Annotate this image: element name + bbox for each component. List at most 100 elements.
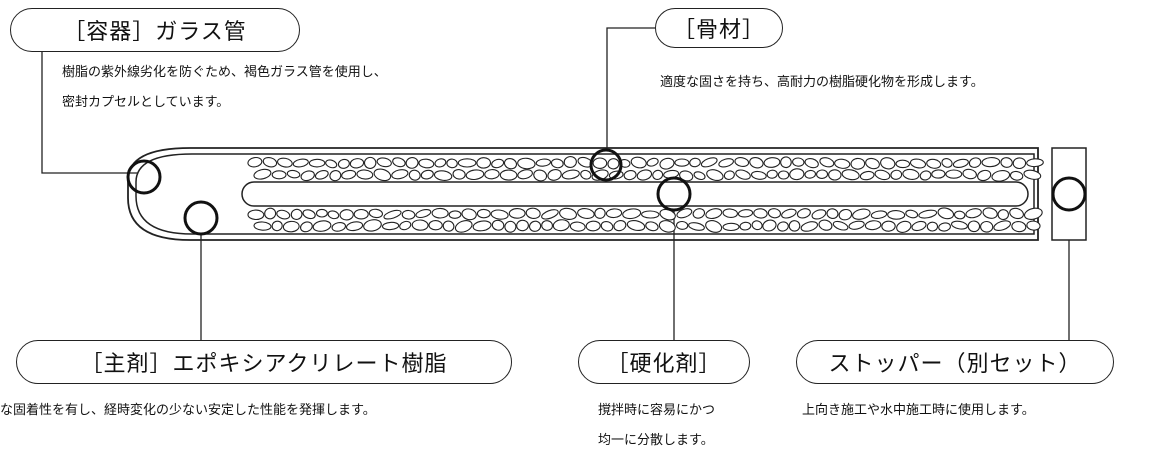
aggregate-connector (606, 27, 655, 150)
aggregate-pebble (247, 209, 265, 221)
stopper-description: 上向き施工や水中施工時に使用します。 (802, 403, 1035, 418)
aggregate-pebble (895, 159, 911, 169)
aggregate-pebble (1009, 207, 1024, 220)
aggregate-pebble (828, 169, 842, 181)
aggregate-pebble (290, 208, 303, 220)
aggregate-pebble (600, 220, 614, 232)
aggregate-pebble (722, 208, 739, 218)
aggregate-pebble (967, 220, 981, 233)
aggregate-pebble (561, 169, 580, 180)
aggregate-pebble (675, 220, 689, 230)
aggregate-pebble (446, 158, 458, 169)
aggregate-pebble (705, 220, 723, 233)
aggregate-pebble (1023, 207, 1043, 220)
container-description: 樹脂の紫外線劣化を防ぐため、褐色ガラス管を使用し、 密封カプセルとしています。 (62, 58, 387, 118)
aggregate-pebble (277, 157, 293, 168)
aggregate-pebble (735, 169, 751, 180)
aggregate-pebble (739, 221, 752, 231)
aggregate-pebble (780, 156, 792, 169)
aggregate-pebble (993, 220, 1012, 231)
aggregate-pebble (902, 168, 920, 180)
aggregate-pebble (700, 157, 718, 168)
aggregate-pebble (1026, 158, 1044, 168)
aggregate-pebble (594, 207, 606, 219)
aggregate-label: ［骨材］ (655, 8, 783, 48)
aggregate-pebble (580, 169, 592, 180)
aggregate-pebble (247, 156, 263, 168)
hardener-marker-circle (656, 176, 692, 212)
aggregate-pebble (517, 169, 533, 180)
aggregate-pebble (859, 170, 875, 181)
main-agent-description: な固着性を有し、経時変化の少ない安定した性能を発揮します。 (0, 403, 376, 418)
aggregate-pebble (819, 157, 835, 168)
aggregate-pebble (718, 158, 734, 168)
container-label: ［容器］ガラス管 (10, 8, 300, 52)
aggregate-pebble (613, 220, 627, 232)
aggregate-pebble (941, 158, 953, 168)
aggregate-pebble (997, 209, 1010, 221)
aggregate-pebble (401, 209, 416, 220)
aggregate-pebble (676, 208, 693, 219)
aggregate-pebble (705, 208, 723, 220)
aggregate-pebble (292, 158, 309, 168)
aggregate-pebble (547, 168, 562, 181)
aggregate-pebble (428, 220, 443, 231)
aggregate-pebble (1011, 221, 1027, 233)
aggregate-pebble (528, 220, 542, 232)
aggregate-pebble (1009, 170, 1024, 181)
aggregate-pebble (781, 208, 797, 219)
aggregate-pebble (926, 158, 942, 169)
aggregate-pebble (592, 157, 608, 169)
aggregate-pebble (331, 222, 347, 232)
aggregate-pebble (881, 220, 896, 232)
aggregate-pebble (931, 169, 946, 179)
aggregate-pebble (874, 169, 891, 181)
aggregate-pebble (517, 157, 536, 170)
aggregate-pebble (516, 219, 529, 232)
aggregate-pebble (751, 220, 763, 231)
aggregate-pebble (811, 209, 827, 220)
aggregate-pebble (693, 171, 706, 181)
container-description-line2: 密封カプセルとしています。 (62, 95, 230, 110)
aggregate-pebble (890, 169, 903, 180)
aggregate-pebble (415, 209, 432, 219)
aggregate-pebble (392, 157, 406, 168)
aggregate-pebble (381, 221, 400, 231)
aggregate-pebble (411, 219, 429, 231)
aggregate-pebble (848, 220, 865, 230)
aggregate-pebble (282, 220, 300, 233)
aggregate-pebble (722, 222, 740, 232)
aggregate-pebble (577, 208, 595, 219)
aggregate-pebble (953, 210, 966, 220)
aggregate-pebble (1026, 220, 1041, 231)
aggregate-pebble (659, 157, 675, 170)
aggregate-pebble (476, 157, 492, 169)
aggregate-pebble (979, 220, 994, 233)
aggregate-pebble (262, 156, 278, 168)
aggregate-pebble (838, 208, 853, 221)
aggregate-pebble (919, 170, 932, 181)
aggregate-pebble (692, 208, 706, 219)
aggregate-pebble (442, 220, 455, 232)
aggregate-pebble (763, 157, 781, 168)
aggregate-pebble (327, 210, 340, 220)
aggregate-band-bottom (247, 207, 1043, 233)
aggregate-pebble (767, 208, 782, 219)
aggregate-pebble (569, 221, 586, 232)
aggregate-pebble (658, 220, 676, 233)
main-agent-marker-circle (183, 200, 219, 236)
aggregate-pebble (749, 156, 764, 169)
aggregate-pebble (490, 209, 509, 220)
aggregate-pebble (788, 220, 801, 232)
aggregate-pebble (762, 219, 777, 232)
aggregate-pebble (870, 210, 888, 219)
aggregate-pebble (559, 207, 577, 220)
hardener-description: 撹拌時に容易にかつ 均一に分散します。 (598, 396, 715, 456)
aggregate-pebble (646, 157, 659, 167)
aggregate-pebble (826, 208, 839, 219)
aggregate-pebble (525, 207, 541, 220)
aggregate-pebble (962, 168, 977, 180)
aggregate-pebble (630, 156, 647, 169)
aggregate-pebble (834, 158, 851, 169)
aggregate-pebble (896, 220, 912, 233)
